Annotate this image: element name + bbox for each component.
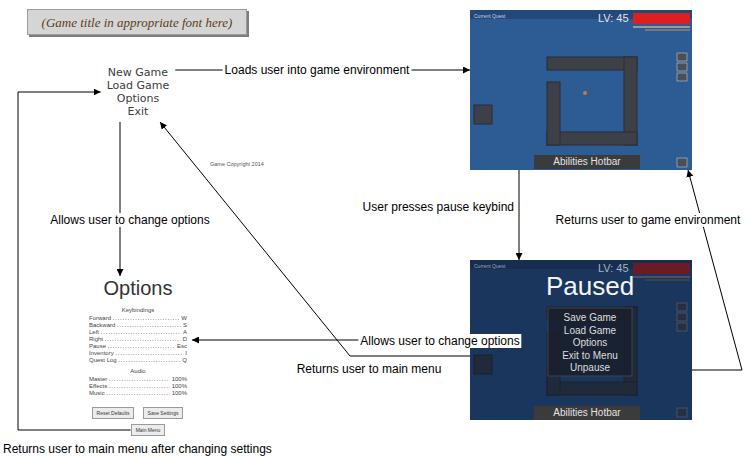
edge-label: Allows user to change options xyxy=(358,334,521,348)
game-screen: Current Quest LV: 45 Abilities Hotbar xyxy=(470,10,692,170)
title-text: (Game title in appropriate font here) xyxy=(42,15,233,30)
flow-arrow xyxy=(688,170,742,370)
setting-name: Left xyxy=(89,329,99,335)
setting-value: Q xyxy=(182,357,187,363)
abilities-hotbar: Abilities Hotbar xyxy=(534,406,640,420)
setting-name: Music xyxy=(89,390,105,396)
button: Main Menu xyxy=(131,424,166,436)
dotted-leader xyxy=(101,333,181,334)
dotted-leader xyxy=(108,347,175,348)
setting-value: 100% xyxy=(172,376,187,382)
dotted-leader xyxy=(113,319,179,320)
button-label: Save Settings xyxy=(148,410,179,416)
flow-arrow xyxy=(519,170,520,260)
side-icon xyxy=(677,53,687,61)
options-screen: OptionsKeybindingsForwardWBackwardSLeftA… xyxy=(84,276,192,437)
pause-menu-item: Exit to Menu xyxy=(562,350,618,362)
menu-item: New Game xyxy=(108,66,168,79)
setting-name: Master xyxy=(89,376,107,382)
pause-menu-panel xyxy=(548,308,632,376)
player-marker xyxy=(583,91,587,95)
pause-menu-item: Unpause xyxy=(570,362,610,374)
side-icon xyxy=(677,73,687,81)
dotted-leader xyxy=(107,394,170,395)
setting-value: A xyxy=(183,329,187,335)
main-menu: New GameLoad GameOptionsExit xyxy=(101,62,176,122)
setting-name: Right xyxy=(89,336,103,342)
title-box: (Game title in appropriate font here) xyxy=(27,9,247,35)
quest-text: Current Quest xyxy=(474,263,505,269)
screen-illustration xyxy=(470,10,692,170)
wall-block xyxy=(547,82,560,145)
setting-name: Pause xyxy=(89,343,106,349)
dotted-leader xyxy=(109,387,169,388)
abilities-hotbar: Abilities Hotbar xyxy=(534,155,640,169)
flow-arrow xyxy=(160,122,470,356)
button-label: Main Menu xyxy=(136,427,161,433)
dotted-leader xyxy=(119,361,181,362)
setting-name: Inventory xyxy=(89,350,114,356)
setting-value: Esc xyxy=(177,343,187,349)
options-heading: Options xyxy=(104,277,173,299)
pause-heading: Paused xyxy=(546,272,634,300)
wall-block xyxy=(474,105,492,124)
dotted-leader xyxy=(109,380,169,381)
menu-item: Exit xyxy=(128,105,149,118)
hotbar-label: Abilities Hotbar xyxy=(553,156,620,168)
setting-name: Effects xyxy=(89,383,107,389)
menu-item: Load Game xyxy=(107,79,170,92)
setting-name: Backward xyxy=(89,322,115,328)
edge-label: User presses pause keybind xyxy=(363,200,514,214)
side-icon xyxy=(677,63,687,71)
pause-menu-item: Options xyxy=(573,337,607,349)
dotted-leader xyxy=(117,326,181,327)
setting-value: S xyxy=(183,322,187,328)
health-bar xyxy=(633,13,690,24)
section-heading: Audio xyxy=(130,368,145,375)
edge-label: Returns user to main menu after changing… xyxy=(3,442,272,456)
dotted-leader xyxy=(105,340,181,341)
game-background xyxy=(470,10,692,170)
setting-value: I xyxy=(185,350,187,356)
flow-arrow xyxy=(120,122,121,276)
edge-label: Allows user to change options xyxy=(48,213,211,227)
section-heading: Keybindings xyxy=(122,307,155,314)
setting-value: 100% xyxy=(172,383,187,389)
setting-value: W xyxy=(181,315,187,321)
quest-text: Current Quest xyxy=(474,13,505,19)
edge-label: Returns user to game environment xyxy=(554,213,743,227)
button: Reset Defaults xyxy=(92,407,135,419)
setting-value: 100% xyxy=(172,390,187,396)
mana-bar xyxy=(633,26,690,28)
pause-menu-item: Load Game xyxy=(564,325,616,337)
level-text: LV: 45 xyxy=(598,12,629,24)
setting-name: Forward xyxy=(89,315,111,321)
button: Save Settings xyxy=(143,407,184,419)
button-label: Reset Defaults xyxy=(97,410,130,416)
pause-menu-item: Save Game xyxy=(564,312,617,324)
setting-value: D xyxy=(183,336,187,342)
dotted-leader xyxy=(116,354,184,355)
menu-item: Options xyxy=(117,92,159,105)
corner-icon xyxy=(677,158,687,167)
hotbar-label: Abilities Hotbar xyxy=(553,407,620,419)
xp-bar xyxy=(645,29,690,31)
edge-label: Returns user to main menu xyxy=(297,362,442,376)
setting-name: Quest Log xyxy=(89,357,117,363)
flow-arrow xyxy=(18,92,131,430)
edge-label: Loads user into game environment xyxy=(223,63,412,77)
copyright-note: Game Copyright 2014 xyxy=(210,161,264,168)
